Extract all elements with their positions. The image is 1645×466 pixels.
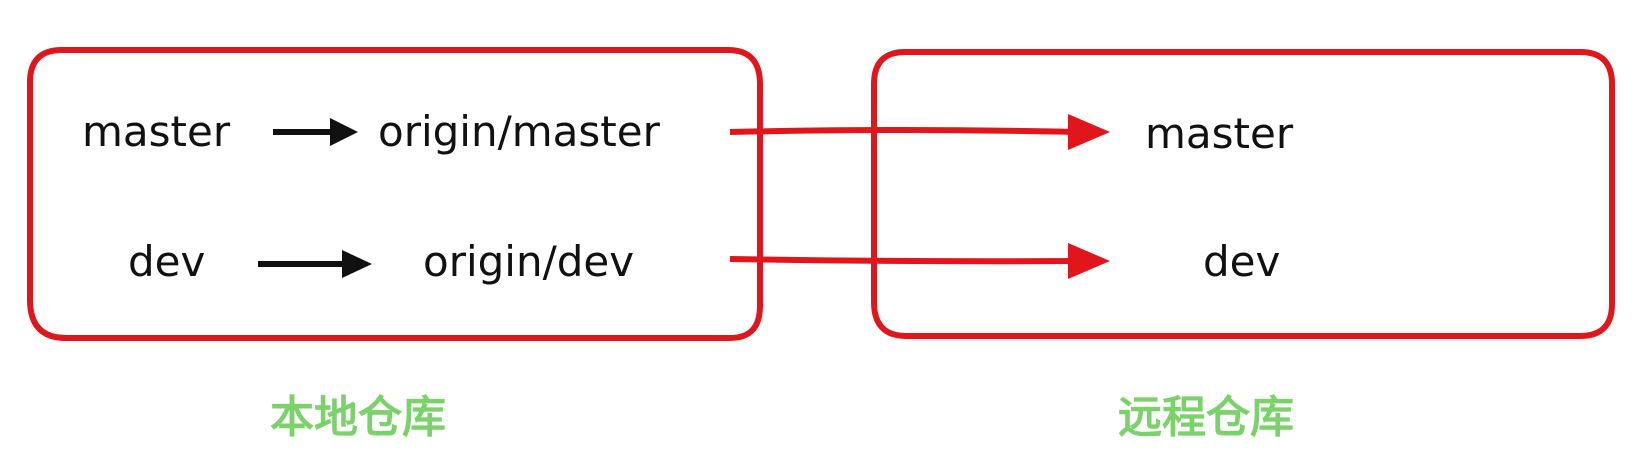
- local-branch-dev: dev: [128, 237, 205, 286]
- remote-branch-dev: dev: [1203, 237, 1280, 286]
- remote-repo-box: master dev: [871, 49, 1615, 339]
- push-arrow-dev: [729, 243, 1110, 279]
- tracking-branch-origin-master: origin/master: [378, 107, 661, 156]
- remote-branch-master: master: [1145, 109, 1294, 158]
- track-arrow-dev: [258, 250, 372, 278]
- local-repo-caption: 本地仓库: [270, 392, 446, 443]
- tracking-branch-origin-dev: origin/dev: [423, 237, 634, 286]
- remote-repo-caption: 远程仓库: [1118, 392, 1294, 443]
- local-repo-border: [27, 47, 763, 341]
- local-branch-master: master: [82, 107, 231, 156]
- track-arrow-master: [273, 118, 358, 146]
- local-repo-box: master origin/master dev origin/dev: [27, 47, 763, 341]
- remote-repo-border: [871, 49, 1615, 339]
- push-arrow-master: [729, 114, 1110, 150]
